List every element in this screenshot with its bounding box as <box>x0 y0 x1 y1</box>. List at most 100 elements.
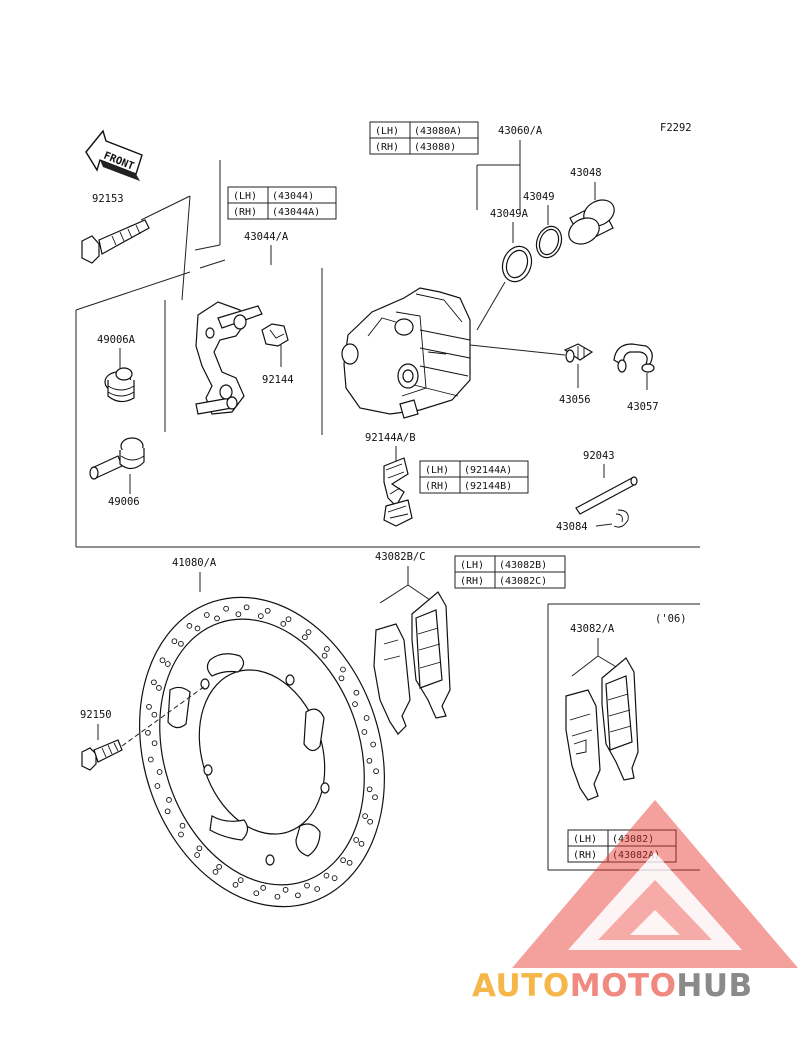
pin-lh-side: (LH) <box>425 465 449 476</box>
bleeder-43056 <box>563 343 594 363</box>
label-92144: 92144 <box>262 374 294 386</box>
cap-43057 <box>613 343 655 373</box>
disc-hole <box>373 768 379 775</box>
label-43049a: 43049A <box>490 208 529 220</box>
disc-hole <box>159 657 166 664</box>
disc-hole <box>203 612 210 618</box>
disc-hole <box>154 783 161 789</box>
label-43057: 43057 <box>627 401 659 413</box>
disc-hole <box>331 875 338 881</box>
caliper-lh-side: (LH) <box>375 126 399 137</box>
disc-hole <box>164 808 171 815</box>
pads-rh-part: (43082C) <box>499 576 547 587</box>
label-49006a: 49006A <box>97 334 136 346</box>
disc-hole <box>362 813 368 819</box>
disc-hole <box>363 715 370 721</box>
caliper-body <box>341 287 471 419</box>
disc-hole <box>179 822 186 829</box>
label-43082bc: 43082B/C <box>375 551 426 563</box>
disc-hole <box>194 625 201 632</box>
label-92150: 92150 <box>80 709 112 721</box>
seal-43049 <box>535 225 563 259</box>
watermark-text: AUTOMOTOHUB <box>472 968 753 1004</box>
bracket-lh-part: (43044) <box>272 191 314 202</box>
disc-hole <box>361 729 368 735</box>
disc-hole <box>232 881 239 888</box>
bracket-rh-side: (RH) <box>233 207 257 218</box>
label-92153: 92153 <box>92 193 124 205</box>
piston-43048 <box>568 199 615 245</box>
disc-hole <box>352 701 358 707</box>
disc-hole <box>260 885 267 891</box>
caliper-rh-part: (43080) <box>414 142 456 153</box>
pin-92043 <box>575 476 638 515</box>
table-pads: (LH) (43082B) (RH) (43082C) <box>454 555 566 589</box>
clip-92144 <box>261 323 289 347</box>
label-43060a: 43060/A <box>498 125 543 137</box>
disc-hole <box>223 605 229 612</box>
disc-hole <box>164 661 171 667</box>
disc-hole <box>264 607 271 614</box>
pads-lh-part: (43082B) <box>499 560 547 571</box>
caliper-lh-part: (43080A) <box>414 126 462 137</box>
caliper-rh-side: (RH) <box>375 142 399 153</box>
bracket-lh-side: (LH) <box>233 191 257 202</box>
disc-hole <box>166 797 172 803</box>
disc-hole <box>151 711 158 718</box>
table-bracket: (LH) (43044) (RH) (43044A) <box>227 186 337 220</box>
disc-hole <box>235 611 242 618</box>
brake-pads-43082a <box>565 657 639 801</box>
figure-code: F2292 <box>660 122 692 134</box>
label-43044a: 43044/A <box>244 231 289 243</box>
front-arrow-icon: FRONT <box>85 129 143 181</box>
disc-hole <box>338 675 345 682</box>
disc-hole <box>321 652 328 659</box>
clip-92144ab <box>383 457 413 527</box>
disc-hole <box>305 629 312 635</box>
disc-hole <box>186 623 193 629</box>
pin-lh-part: (92144A) <box>464 465 512 476</box>
disc-hole <box>146 703 152 710</box>
disc-hole <box>302 634 308 641</box>
disc-hole <box>243 604 250 611</box>
label-43084: 43084 <box>556 521 588 533</box>
disc-hole <box>151 679 157 686</box>
disc-hole <box>340 666 346 673</box>
disc-hole <box>340 857 346 864</box>
disc-hole <box>366 757 373 764</box>
label-49006: 49006 <box>108 496 140 508</box>
label-92043: 92043 <box>583 450 615 462</box>
bolt-92150 <box>81 739 123 771</box>
table-caliper: (LH) (43080A) (RH) (43080) <box>369 121 479 155</box>
disc-hole <box>194 852 200 858</box>
seal-43049a <box>501 245 533 283</box>
bracket-rh-part: (43044A) <box>272 207 320 218</box>
label-43056: 43056 <box>559 394 591 406</box>
disc-hole <box>314 886 321 892</box>
pads06-lh-side: (LH) <box>573 834 597 845</box>
disc-hole <box>285 616 292 623</box>
pin-rh-part: (92144B) <box>464 481 512 492</box>
label-43082a: 43082/A <box>570 623 615 635</box>
disc-hole <box>196 845 203 852</box>
label-43048: 43048 <box>570 167 602 179</box>
pin-rh-side: (RH) <box>425 481 449 492</box>
disc-hole <box>324 646 330 652</box>
table-pin: (LH) (92144A) (RH) (92144B) <box>419 460 529 494</box>
disc-hole <box>366 786 373 793</box>
disc-hole <box>178 831 184 838</box>
pads-lh-side: (LH) <box>460 560 484 571</box>
disc-hole <box>274 893 281 900</box>
disc-hole <box>151 740 158 747</box>
bolt-92153 <box>81 195 191 301</box>
disc-hole <box>171 638 178 645</box>
disc-hole <box>367 818 373 825</box>
disc-hole <box>145 729 151 736</box>
disc-hole <box>323 872 330 879</box>
disc-hole <box>304 882 310 889</box>
disc-hole <box>214 615 220 622</box>
table-pads06: (LH) (43082) (RH) (43082A) <box>567 829 677 863</box>
year-note: ('06) <box>655 613 687 625</box>
clip-43084 <box>613 509 629 528</box>
